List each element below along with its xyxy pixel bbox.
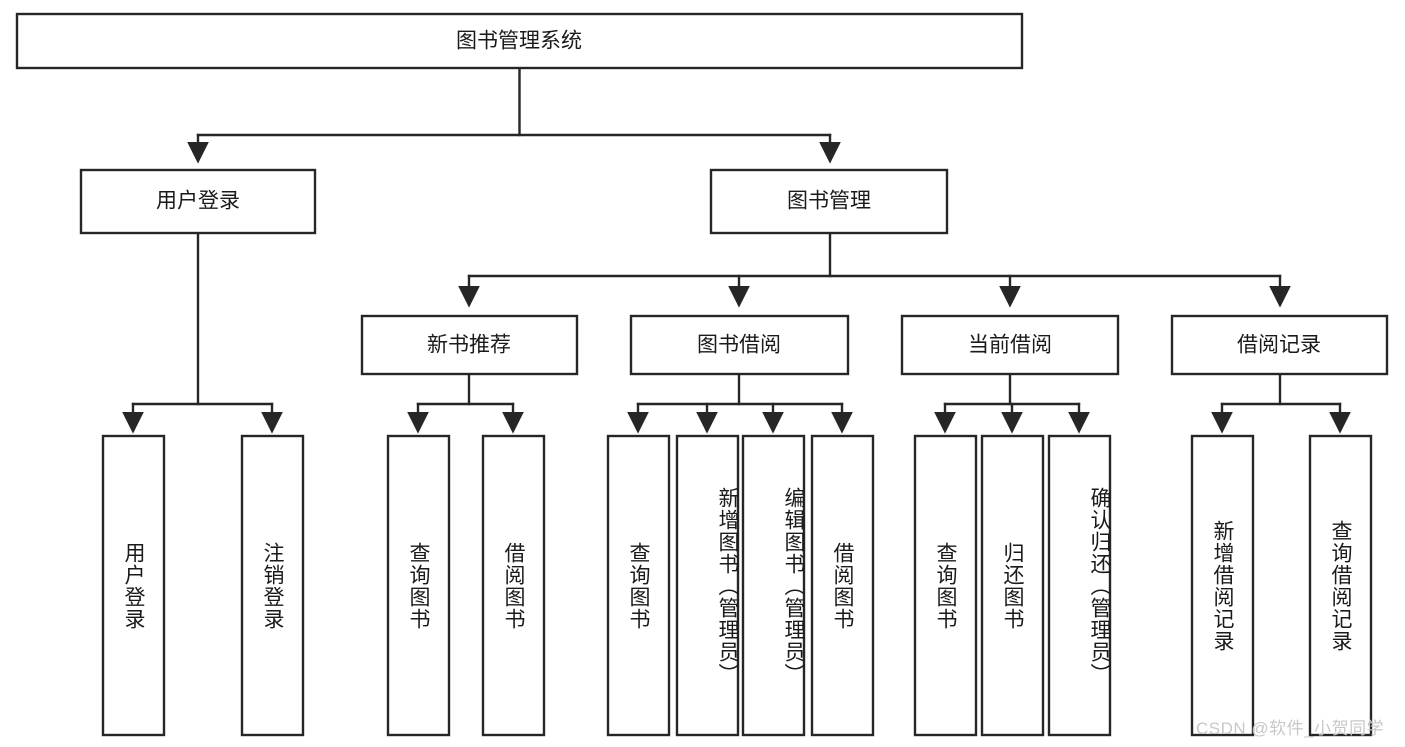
node-root[interactable]: 图书管理系统	[15, 12, 1024, 70]
leaf-box-borrow-query[interactable]	[606, 434, 671, 737]
leaf-label-logout: 注销登录	[261, 541, 284, 630]
leaf-label-borrow-add: 新增图书（管理员）	[716, 486, 739, 685]
connector-record-to-leaves	[1211, 372, 1351, 434]
node-user-login[interactable]: 用户登录	[79, 168, 317, 235]
node-book-management[interactable]: 图书管理	[709, 168, 949, 235]
node-current-borrow-label: 当前借阅	[968, 334, 1052, 357]
leaf-box-borrow-lend[interactable]	[810, 434, 875, 737]
leaf-label-user-login: 用户登录	[122, 541, 145, 630]
node-root-label: 图书管理系统	[456, 30, 582, 53]
leaf-label-current-confirm: 确认归还（管理员）	[1088, 486, 1111, 685]
leaf-label-current-return: 归还图书	[1001, 541, 1024, 630]
leaf-box-record-query[interactable]	[1308, 434, 1373, 737]
leaf-box-borrow-edit[interactable]	[741, 434, 806, 737]
leaf-label-borrow-edit: 编辑图书（管理员）	[782, 486, 805, 685]
leaf-box-user-login[interactable]	[101, 434, 166, 737]
connector-recommend-to-leaves	[407, 372, 524, 434]
leaf-box-current-return[interactable]	[980, 434, 1045, 737]
leaf-label-current-query: 查询图书	[934, 541, 957, 630]
leaf-label-recommend-borrow: 借阅图书	[502, 541, 525, 630]
leaf-box-current-confirm[interactable]	[1047, 434, 1112, 737]
connector-borrow-to-leaves	[627, 372, 853, 434]
leaf-box-recommend-borrow[interactable]	[481, 434, 546, 737]
leaf-label-record-add: 新增借阅记录	[1211, 519, 1234, 652]
node-borrow-record[interactable]: 借阅记录	[1170, 314, 1389, 376]
node-borrow-record-label: 借阅记录	[1237, 334, 1321, 357]
node-new-book-recommend-label: 新书推荐	[427, 334, 511, 357]
leaf-box-current-query[interactable]	[913, 434, 978, 737]
leaf-box-borrow-add[interactable]	[675, 434, 740, 737]
leaf-label-borrow-lend: 借阅图书	[831, 541, 854, 630]
node-book-management-label: 图书管理	[787, 190, 871, 213]
leaf-label-borrow-query: 查询图书	[627, 541, 650, 630]
connector-userlogin-to-leaves	[122, 231, 283, 434]
node-current-borrow[interactable]: 当前借阅	[900, 314, 1120, 376]
leaf-box-recommend-query[interactable]	[386, 434, 451, 737]
csdn-watermark: CSDN @软件_小贺同学	[1196, 719, 1385, 738]
leaf-label-recommend-query: 查询图书	[407, 541, 430, 630]
node-book-borrow[interactable]: 图书借阅	[629, 314, 850, 376]
node-user-login-label: 用户登录	[156, 190, 240, 213]
connector-bookmgmt-to-level3	[458, 231, 1291, 308]
node-new-book-recommend[interactable]: 新书推荐	[360, 314, 579, 376]
connector-current-to-leaves	[934, 372, 1090, 434]
leaf-box-record-add[interactable]	[1190, 434, 1255, 737]
connector-root-to-level2	[187, 66, 841, 164]
leaf-label-record-query: 查询借阅记录	[1329, 519, 1352, 652]
leaf-box-logout[interactable]	[240, 434, 305, 737]
node-book-borrow-label: 图书借阅	[697, 334, 781, 357]
